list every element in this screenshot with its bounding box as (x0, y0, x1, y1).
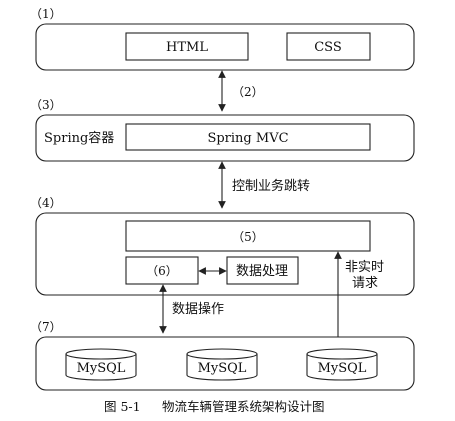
spring-container-label: Spring容器 (44, 130, 114, 146)
mysql-db-3-label: MySQL (318, 361, 367, 376)
data-process-box (226, 256, 299, 285)
html-label: HTML (166, 40, 208, 55)
mysql-db-2: MySQL (186, 348, 258, 381)
figure-number: 图 5-1 (104, 399, 141, 414)
html-box (125, 32, 249, 61)
data-process-label: 数据处理 (236, 264, 288, 279)
box-5-label: （5） (232, 230, 264, 244)
layer-4-label: （4） (30, 196, 62, 210)
box-5 (125, 220, 371, 252)
data-operation-label: 数据操作 (172, 301, 224, 317)
spring-mvc-box (125, 123, 371, 151)
box-6-label: （6） (146, 264, 178, 278)
layer-3-label: （3） (30, 98, 62, 112)
css-label: CSS (314, 40, 342, 55)
spring-mvc-label: Spring MVC (207, 131, 288, 146)
figure-title: 物流车辆管理系统架构设计图 (162, 399, 325, 414)
layer-2-label: （2） (232, 85, 264, 99)
mysql-db-2-label: MySQL (198, 361, 247, 376)
box-6 (125, 256, 199, 285)
control-jump-label: 控制业务跳转 (232, 178, 310, 194)
mysql-db-1: MySQL (65, 348, 137, 381)
layer-7-label: （7） (30, 320, 62, 334)
non-realtime-label-1: 非实时 (345, 260, 384, 275)
mysql-db-3: MySQL (306, 348, 378, 381)
non-realtime-label-2: 请求 (352, 276, 378, 291)
mysql-db-1-label: MySQL (77, 361, 126, 376)
css-box (286, 32, 371, 61)
layer-1-label: （1） (30, 7, 62, 21)
